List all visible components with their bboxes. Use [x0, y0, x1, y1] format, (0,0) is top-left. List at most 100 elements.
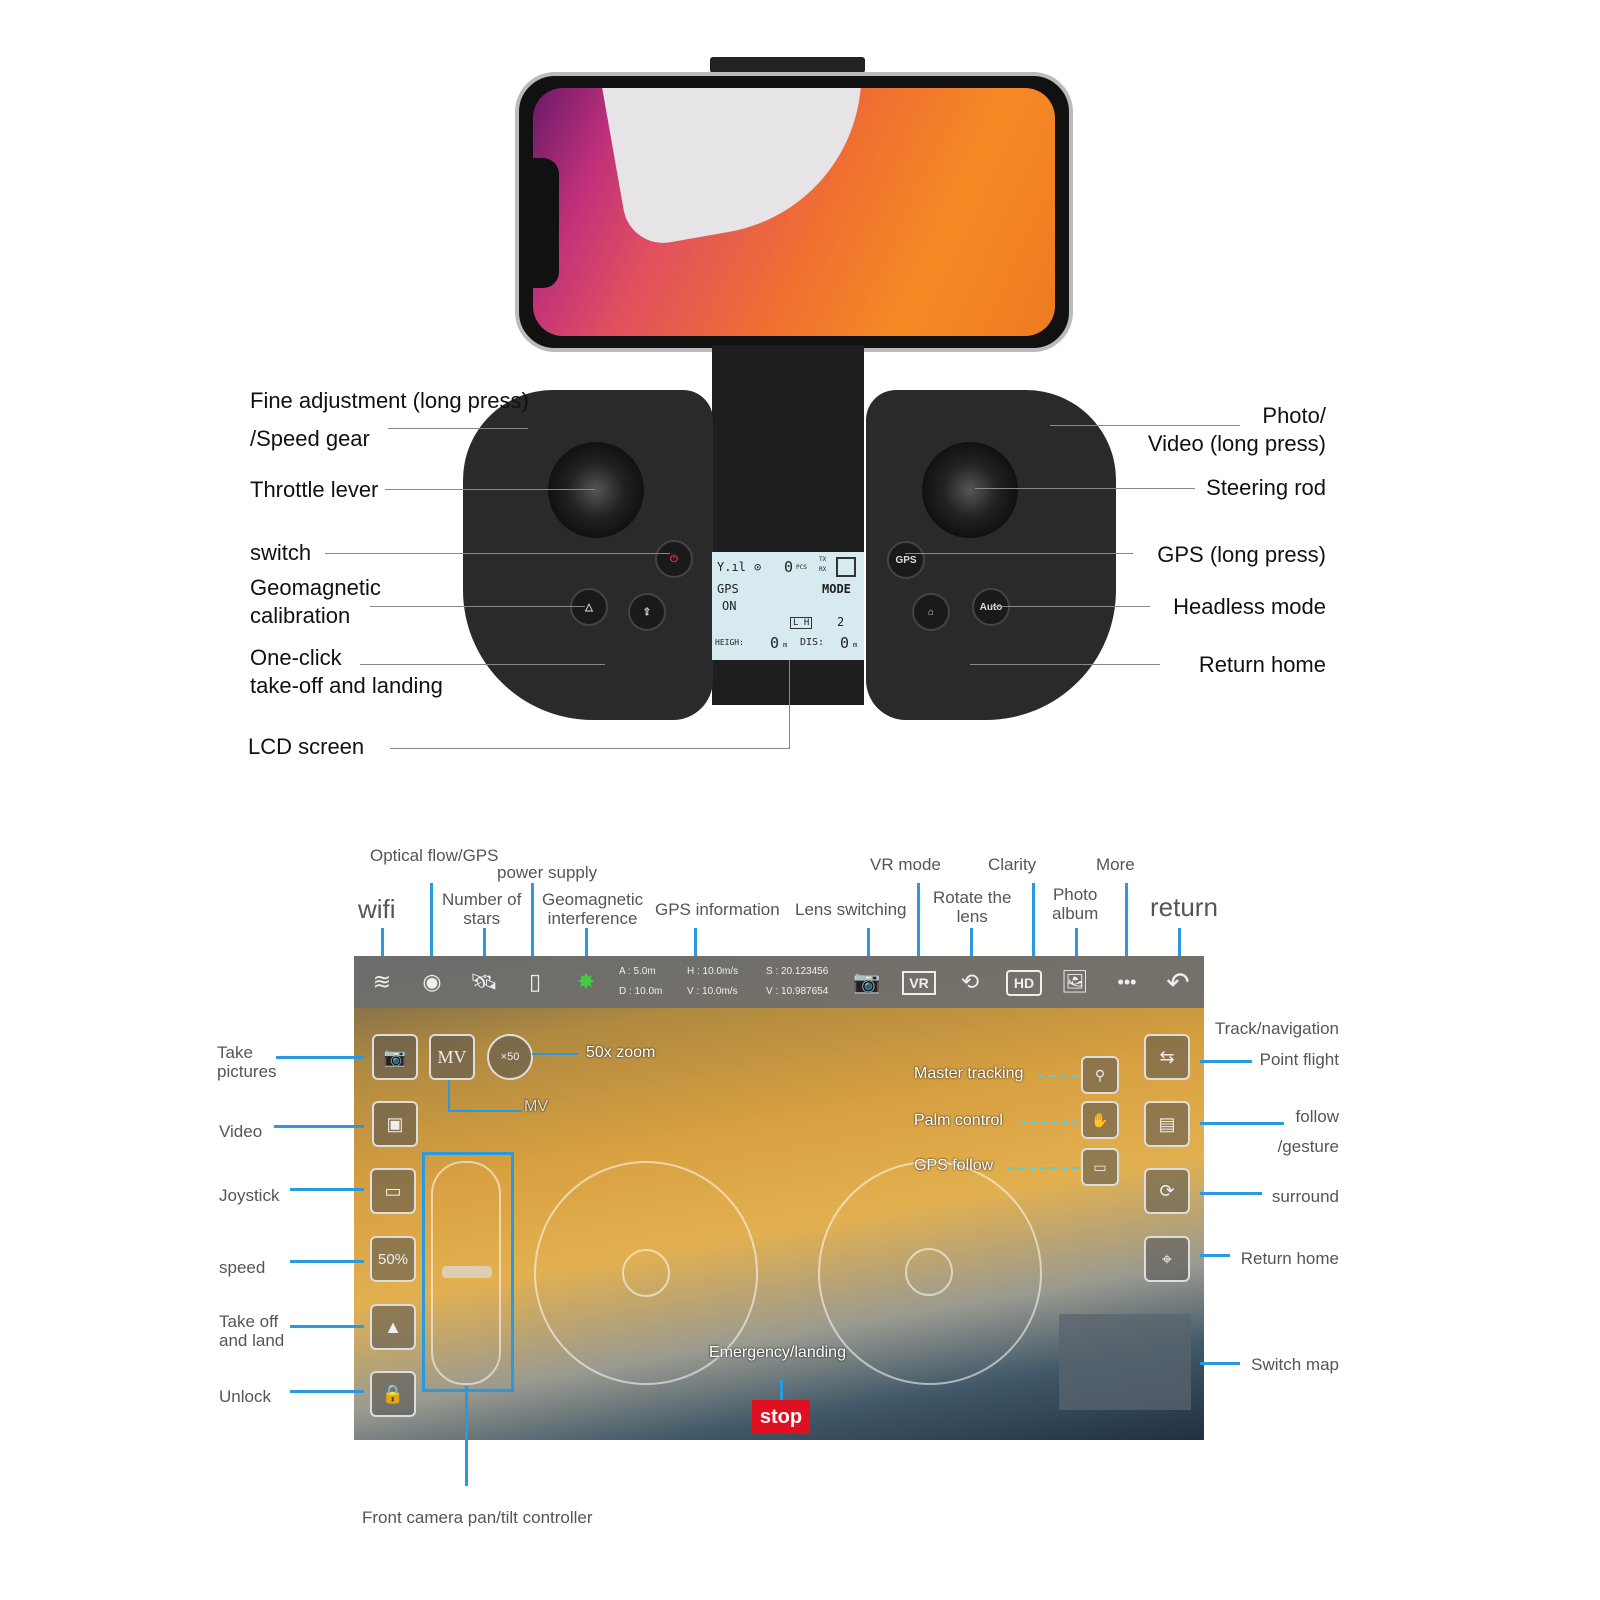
label-more: More	[1096, 855, 1135, 874]
right-joystick[interactable]	[818, 1161, 1042, 1385]
phone	[515, 72, 1073, 352]
label-switch: switch	[250, 540, 312, 565]
pointer	[430, 883, 433, 960]
label-pan-tilt-controller: Front camera pan/tilt controller	[362, 1508, 593, 1527]
take-picture-button[interactable]: 📷	[372, 1034, 418, 1080]
takeoff-landing-button[interactable]: ⇪	[628, 593, 666, 631]
label-master-tracking: Master tracking	[914, 1065, 1024, 1082]
battery-icon[interactable]: ▯	[528, 969, 542, 994]
headless-mode-button[interactable]: Auto	[972, 588, 1010, 626]
map-view[interactable]	[1059, 1314, 1191, 1410]
throttle-stick[interactable]	[548, 442, 644, 538]
palm-control-button[interactable]: ✋	[1081, 1101, 1119, 1139]
pointer	[532, 1053, 578, 1055]
lcd-gps: GPS	[717, 582, 739, 596]
pointer	[1032, 883, 1035, 960]
gps-button[interactable]: GPS	[887, 541, 925, 579]
pan-tilt-slider[interactable]	[431, 1161, 501, 1385]
label-palm-control: Palm control	[914, 1112, 1003, 1129]
phone-clamp	[710, 57, 865, 73]
gps-follow-button[interactable]: ▭	[1081, 1148, 1119, 1186]
label-surround: surround	[1271, 1187, 1339, 1206]
clarity-button[interactable]: HD	[1006, 970, 1042, 996]
label-throttle-lever: Throttle lever	[250, 477, 379, 502]
label-power-supply: power supply	[497, 863, 598, 882]
wifi-icon[interactable]: ≋	[372, 969, 392, 994]
leader-line	[975, 488, 1195, 489]
pointer	[1200, 1192, 1262, 1195]
zoom-button[interactable]: ×50	[487, 1034, 533, 1080]
leader-line	[990, 606, 1150, 607]
label-headless: Headless mode	[1173, 594, 1326, 619]
info-altitude: A : 5.0m	[619, 966, 656, 977]
satellite-icon[interactable]: 🛰	[470, 969, 498, 994]
pan-tilt-highlight	[422, 1152, 514, 1392]
leader-line	[905, 553, 1133, 554]
mv-button[interactable]: MV	[429, 1034, 475, 1080]
label-switch-map: Switch map	[1251, 1355, 1339, 1374]
photo-album-icon[interactable]: 🖼	[1061, 969, 1089, 994]
lcd-on: ON	[722, 599, 737, 613]
label-photo-video: Photo/Video (long press)	[1147, 403, 1326, 456]
pointer	[1125, 883, 1128, 960]
optical-flow-icon[interactable]: ◉	[422, 969, 442, 994]
return-icon[interactable]: ↶	[1166, 966, 1190, 998]
lcd-pcs: 0	[784, 558, 794, 576]
pointer	[1200, 1254, 1230, 1257]
label-wifi: wifi	[358, 894, 396, 924]
label-track-navigation: Track/navigation	[1214, 1019, 1339, 1038]
pointer	[448, 1110, 522, 1112]
pointer	[290, 1325, 364, 1328]
stop-button[interactable]: stop	[752, 1400, 810, 1434]
label-steering-rod: Steering rod	[1206, 475, 1326, 500]
label-mv: MV	[524, 1098, 548, 1115]
pointer	[381, 928, 384, 960]
pointer	[483, 928, 486, 960]
left-joystick-knob[interactable]	[622, 1249, 670, 1297]
label-vr-mode: VR mode	[870, 855, 941, 874]
joystick-button[interactable]: ▭	[370, 1168, 416, 1214]
info-latitude: S : 20.123456	[766, 966, 829, 977]
left-joystick[interactable]	[534, 1161, 758, 1385]
lcd-satellite-icon: ⊙	[754, 560, 762, 574]
pointer	[531, 883, 534, 960]
pan-tilt-handle[interactable]	[442, 1266, 492, 1278]
rotate-lens-icon[interactable]: ⟲	[960, 969, 980, 994]
pointer	[867, 928, 870, 960]
pointer	[970, 928, 973, 960]
right-joystick-knob[interactable]	[905, 1248, 953, 1296]
takeoff-land-button[interactable]: ▲	[370, 1304, 416, 1350]
label-gps-follow: GPS follow	[914, 1157, 994, 1174]
label-point-flight: Point flight	[1259, 1050, 1339, 1069]
geomagnetic-icon[interactable]: ✸	[576, 969, 596, 994]
label-emergency-landing: Emergency/landing	[709, 1344, 846, 1361]
return-home-button[interactable]: ⌂	[912, 593, 950, 631]
label-return-home-app: Return home	[1240, 1249, 1339, 1268]
steering-stick[interactable]	[922, 442, 1018, 538]
lcd-lh: L H	[790, 617, 813, 629]
lens-switch-icon[interactable]: 📷	[853, 969, 881, 994]
track-navigation-button[interactable]: ⇆	[1144, 1034, 1190, 1080]
lcd-signal: Y.ıl	[717, 560, 746, 574]
follow-gesture-button[interactable]: ▤	[1144, 1101, 1190, 1147]
master-tracking-button[interactable]: ⚲	[1081, 1056, 1119, 1094]
geomagnetic-calibration-button[interactable]: △	[570, 588, 608, 626]
vr-mode-button[interactable]: VR	[902, 971, 936, 995]
return-home-app-button[interactable]: ⌖	[1144, 1236, 1190, 1282]
app-screen: ≋ ◉ 🛰 ▯ ✸ A : 5.0m D : 10.0m H : 10.0m/s…	[354, 956, 1204, 1440]
lcd-dis-unit: m	[853, 641, 858, 649]
more-button[interactable]: •••	[1117, 971, 1137, 992]
leader-line	[360, 664, 605, 665]
video-button[interactable]: ▣	[372, 1101, 418, 1147]
label-return: return	[1150, 892, 1218, 922]
speed-button[interactable]: 50%	[370, 1236, 416, 1282]
power-switch-button[interactable]: ⏻	[655, 540, 693, 578]
unlock-button[interactable]: 🔒	[370, 1371, 416, 1417]
surround-button[interactable]: ⟳	[1144, 1168, 1190, 1214]
info-longitude: V : 10.987654	[766, 986, 829, 997]
lcd-mode-value: 2	[837, 615, 845, 629]
